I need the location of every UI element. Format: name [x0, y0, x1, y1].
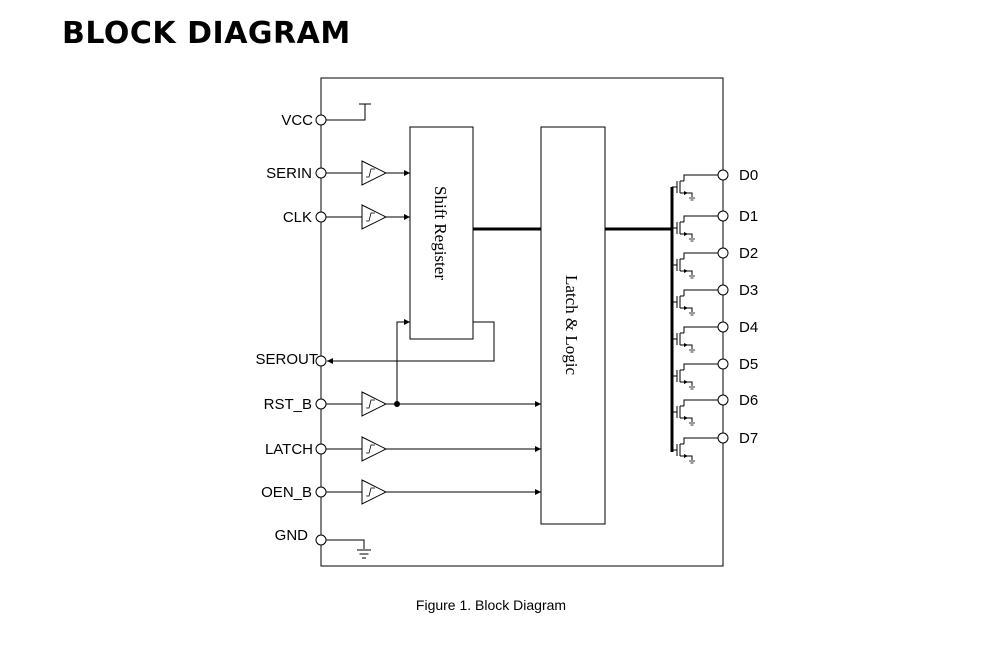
clk-pin: CLK	[283, 204, 410, 230]
figure-caption: Figure 1. Block Diagram	[415, 597, 567, 613]
output-pin-label-d2: D2	[739, 245, 758, 262]
latch-logic-label: Latch & Logic	[562, 275, 581, 376]
serin-label: SERIN	[266, 165, 312, 182]
output-pin-label-d4: D4	[739, 319, 758, 336]
gnd-label: GND	[275, 527, 309, 544]
vcc-pin: VCC	[281, 103, 371, 129]
output-pin-circle	[717, 358, 729, 370]
output-pin-circle	[717, 169, 729, 181]
page-title: BLOCK DIAGRAM	[62, 16, 351, 51]
output-pin-circle	[717, 247, 729, 259]
output-pin-circle	[717, 321, 729, 333]
serin-pin: SERIN	[266, 160, 410, 186]
latch-label: LATCH	[265, 441, 313, 458]
latch-pin: LATCH	[265, 436, 541, 462]
shift-register-label: Shift Register	[431, 186, 450, 280]
ground-icon	[357, 549, 371, 559]
rst-b-buffer-icon	[361, 391, 388, 417]
output-pin-circle	[717, 210, 729, 222]
output-pin-label-d6: D6	[739, 392, 758, 409]
output-pin-circle	[717, 394, 729, 406]
output-pin-label-d3: D3	[739, 282, 758, 299]
serout-pin: SEROUT	[255, 321, 495, 368]
output-driver-d4: D4	[672, 319, 758, 353]
clk-buffer-icon	[361, 204, 388, 230]
gnd-pin: GND	[275, 527, 371, 559]
clk-label: CLK	[283, 209, 312, 226]
latch-logic-block: Latch & Logic	[540, 126, 606, 525]
output-pin-label-d7: D7	[739, 430, 758, 447]
output-pin-circle	[717, 432, 729, 444]
latch-buffer-icon	[361, 436, 388, 462]
shift-register-block: Shift Register	[409, 126, 474, 340]
output-driver-d7: D7	[672, 430, 758, 464]
output-pin-label-d5: D5	[739, 356, 758, 373]
serout-label: SEROUT	[255, 351, 318, 368]
output-driver-d2: D2	[672, 245, 758, 279]
output-driver-d3: D3	[672, 282, 758, 316]
vcc-label: VCC	[281, 112, 313, 129]
oen-b-pin: OEN_B	[261, 479, 541, 505]
output-pin-label-d1: D1	[739, 208, 758, 225]
rst-b-label: RST_B	[264, 396, 312, 413]
oen-b-buffer-icon	[361, 479, 388, 505]
output-driver-d5: D5	[672, 356, 758, 390]
rst-b-pin: RST_B	[264, 319, 541, 417]
serin-buffer-icon	[361, 160, 388, 186]
output-driver-d1: D1	[672, 208, 758, 242]
output-pin-circle	[717, 284, 729, 296]
output-driver-d6: D6	[672, 392, 758, 426]
oen-b-label: OEN_B	[261, 484, 312, 501]
output-pin-label-d0: D0	[739, 167, 758, 184]
output-driver-d0: D0	[672, 167, 758, 201]
